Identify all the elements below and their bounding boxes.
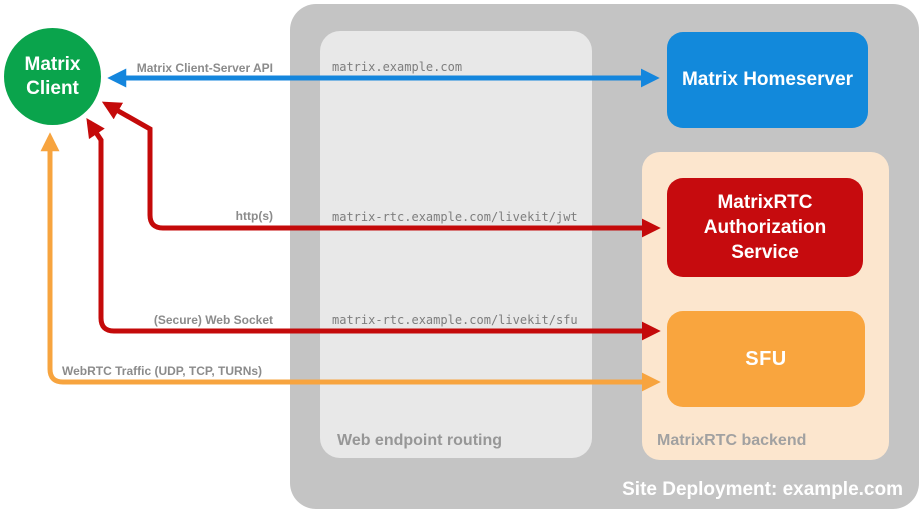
endpoint-livekit-jwt: matrix-rtc.example.com/livekit/jwt	[332, 210, 578, 224]
sfu-label: SFU	[745, 347, 787, 370]
client-server-api-label: Matrix Client-Server API	[136, 61, 273, 75]
webrtc-traffic-label: WebRTC Traffic (UDP, TCP, TURNs)	[62, 364, 263, 378]
matrix-client-node: Matrix Client	[4, 28, 101, 125]
site-deployment-label: Site Deployment: example.com	[622, 479, 903, 500]
web-endpoint-routing-box: Web endpoint routing	[320, 31, 592, 458]
https-label: http(s)	[235, 209, 273, 223]
matrix-homeserver-node: Matrix Homeserver	[667, 32, 868, 128]
web-endpoint-routing-label: Web endpoint routing	[337, 432, 503, 449]
matrix-client-label: Matrix Client	[24, 53, 81, 99]
sfu-node: SFU	[667, 311, 865, 407]
endpoint-livekit-sfu: matrix-rtc.example.com/livekit/sfu	[332, 313, 578, 327]
matrixrtc-authorization-service-node: MatrixRTC Authorization Service	[667, 178, 863, 277]
matrixrtc-backend-label: MatrixRTC backend	[657, 432, 807, 449]
endpoint-matrix-domain: matrix.example.com	[332, 60, 463, 74]
secure-websocket-label: (Secure) Web Socket	[153, 313, 273, 327]
matrixrtc-authorization-service-label: MatrixRTC Authorization Service	[703, 192, 827, 263]
matrix-homeserver-label: Matrix Homeserver	[681, 69, 854, 90]
